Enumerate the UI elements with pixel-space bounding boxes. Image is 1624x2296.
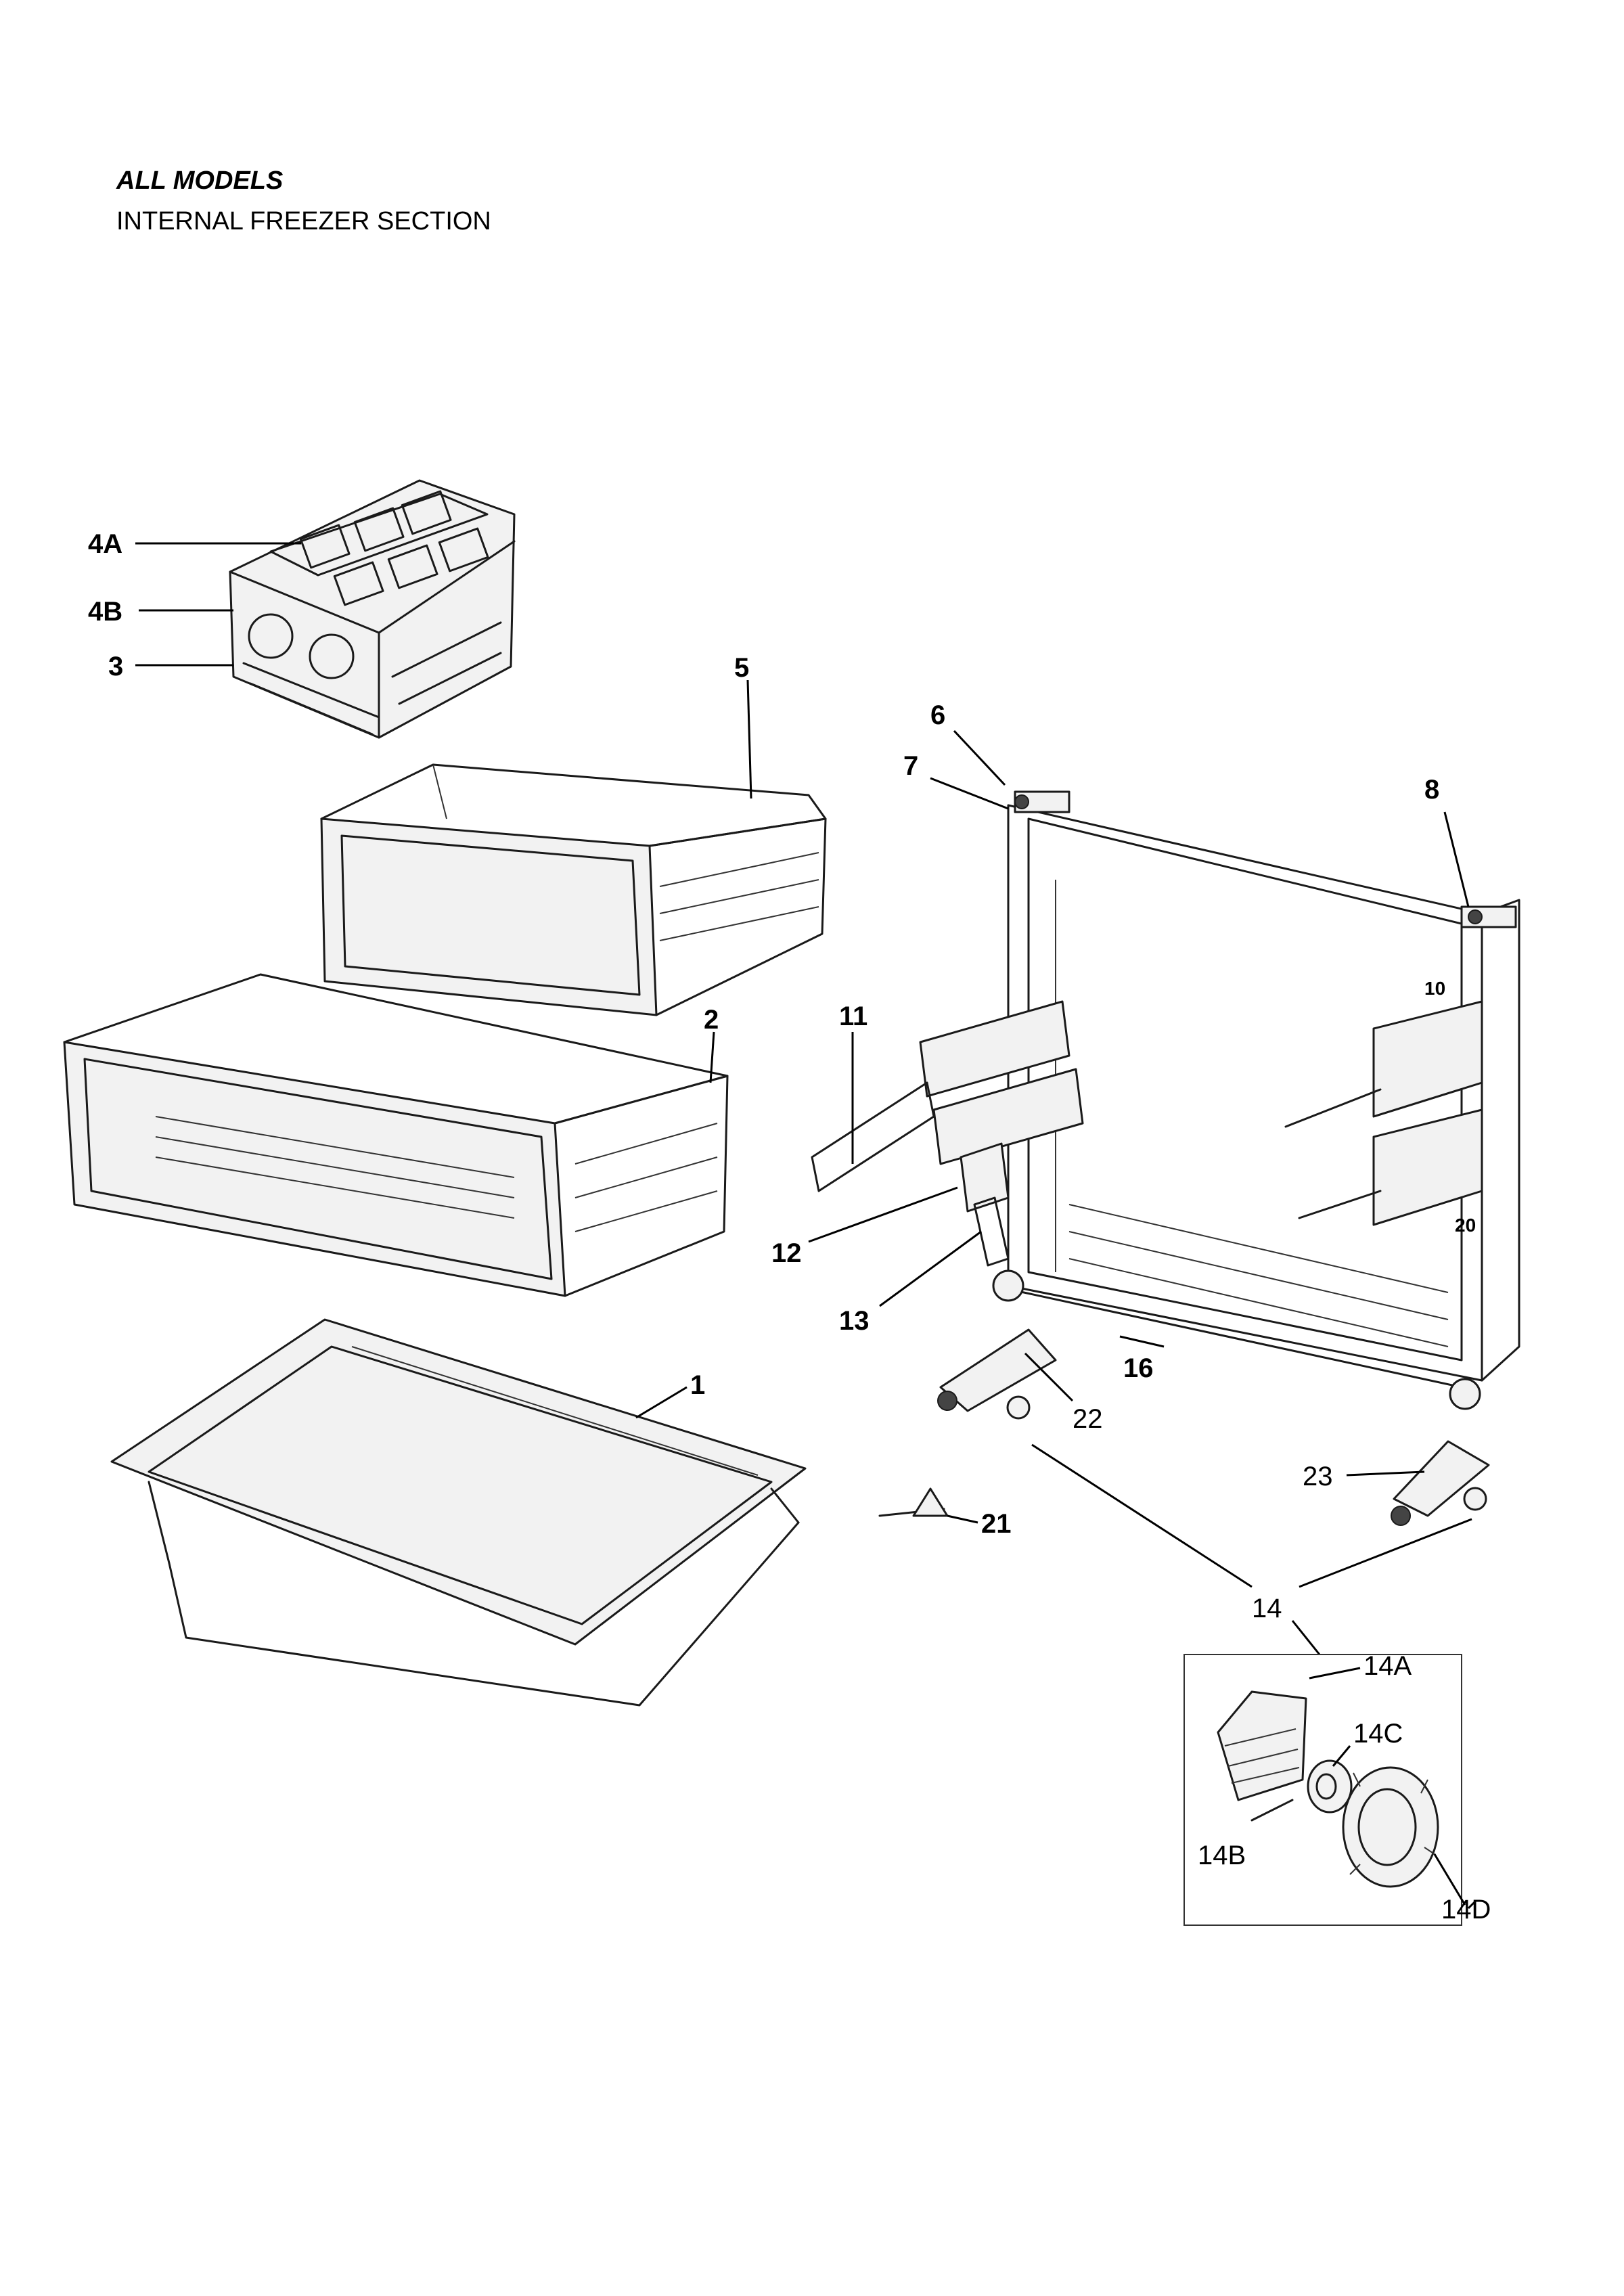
callout-10: 10 — [1424, 978, 1445, 999]
ice-tray-assembly — [229, 479, 516, 739]
upper-drawer — [320, 763, 827, 1016]
callout-14B: 14B — [1198, 1841, 1246, 1870]
callout-3: 3 — [108, 652, 123, 681]
callout-7: 7 — [903, 751, 918, 781]
callout-23: 23 — [1303, 1462, 1333, 1491]
hinge-bracket-23 — [1391, 1440, 1490, 1526]
callout-20: 20 — [1455, 1215, 1476, 1236]
hinge-bracket-22 — [937, 1328, 1057, 1420]
callout-1: 1 — [690, 1370, 705, 1400]
page-subtitle: INTERNAL FREEZER SECTION — [116, 207, 491, 235]
hinge-top-right — [1460, 905, 1517, 928]
bottom-bin — [110, 1318, 807, 1707]
callout-5: 5 — [734, 653, 749, 683]
callout-22: 22 — [1073, 1404, 1103, 1434]
callout-16: 16 — [1123, 1353, 1154, 1383]
callout-2: 2 — [704, 1005, 719, 1035]
callout-13: 13 — [839, 1306, 870, 1336]
callout-11: 11 — [839, 1001, 867, 1031]
callout-21: 21 — [981, 1509, 1012, 1539]
callout-14C: 14C — [1353, 1719, 1403, 1749]
callout-4B: 4B — [88, 597, 122, 627]
detail-box-14 — [1183, 1654, 1462, 1926]
hinge-top-left — [1014, 790, 1070, 813]
callout-4A: 4A — [88, 529, 122, 559]
clip-21 — [878, 1487, 949, 1517]
page-title: ALL MODELS — [116, 166, 284, 195]
callout-12: 12 — [771, 1238, 802, 1268]
callout-14: 14 — [1252, 1594, 1282, 1623]
lower-drawer — [63, 973, 729, 1297]
bottom-rod — [992, 1269, 1481, 1410]
callout-6: 6 — [930, 700, 945, 730]
left-slide-rails — [811, 1000, 1084, 1267]
right-rails — [1284, 1000, 1483, 1226]
callout-14D: 14D — [1441, 1895, 1491, 1924]
callout-8: 8 — [1424, 775, 1439, 805]
callout-14A: 14A — [1363, 1651, 1412, 1681]
